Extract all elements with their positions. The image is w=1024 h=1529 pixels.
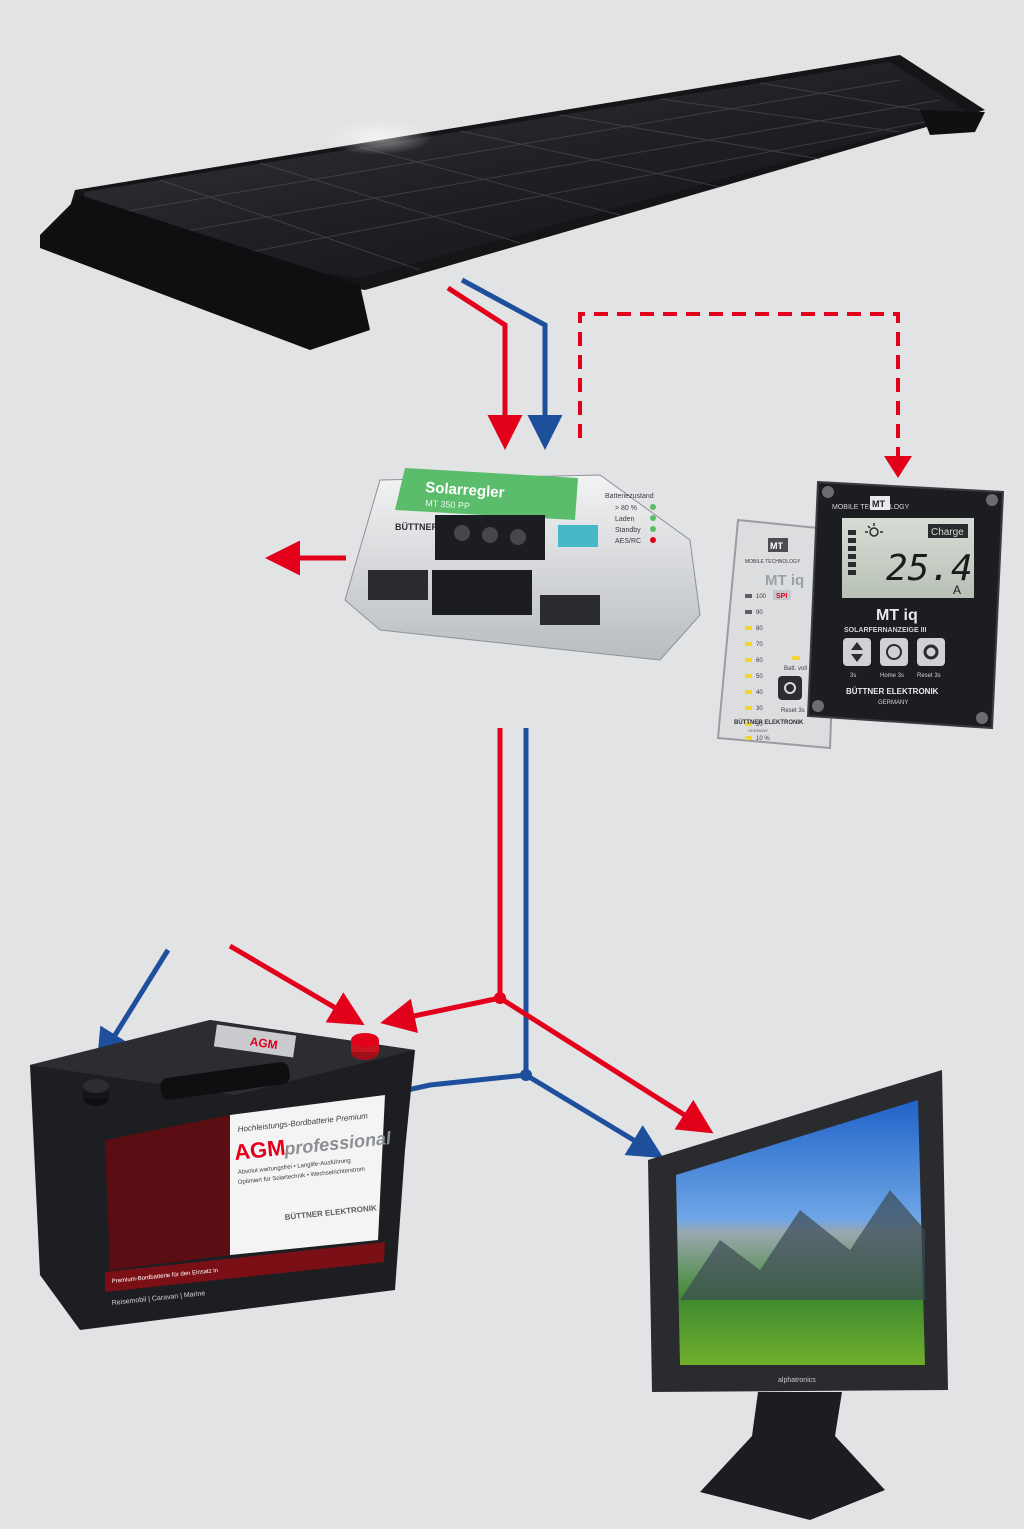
remote-small-logo-badge	[768, 538, 788, 552]
svg-text:30: 30	[756, 706, 763, 712]
remote-display-small: MT MOBILE TECHNOLOGY MT iq SPI 100 90 80…	[716, 518, 840, 750]
remote-large-country: GERMANY	[878, 700, 908, 706]
tv-screen-mountains	[680, 1190, 925, 1300]
svg-text:40: 40	[756, 690, 763, 696]
battery-top-label-plate	[213, 1024, 297, 1058]
remote-large-btn-label-2: Home 3s	[880, 673, 904, 679]
svg-text:70: 70	[756, 642, 763, 648]
controller-led-2	[650, 515, 656, 521]
wire-panel-positive	[446, 285, 523, 450]
svg-text:MT: MT	[872, 499, 885, 509]
remote-large-lcd-unit: A	[953, 583, 961, 597]
remote-large-btn-label-3: Reset 3s	[917, 673, 941, 679]
wire-battery-in-negative	[96, 948, 171, 1065]
remote-small-brand: BÜTTNER ELEKTRONIK	[734, 719, 804, 726]
charge-controller: Solarregler MT 350 PP BÜTTNER Batteriezu…	[344, 468, 701, 661]
remote-large-button-nav[interactable]	[843, 638, 871, 666]
controller-led-4	[650, 537, 656, 543]
reset-icon	[784, 682, 796, 694]
tv-stand	[700, 1392, 885, 1520]
svg-text:100: 100	[756, 594, 767, 600]
svg-text:50: 50	[756, 674, 763, 680]
remote-large-logo-badge	[870, 496, 890, 510]
controller-brand: BÜTTNER	[395, 522, 438, 532]
remote-large-lcd-tag: Charge	[931, 527, 964, 538]
remote-large-button-reset[interactable]	[917, 638, 945, 666]
wire-panel-negative	[460, 277, 563, 450]
battery-brand-big: AGM	[233, 1135, 287, 1165]
controller-status-panel: Batteriezustand > 80 % Laden Standby AES…	[605, 493, 654, 545]
svg-text:60: 60	[756, 658, 763, 664]
remote-large-btn-label-1: 3s	[850, 673, 856, 679]
remote-small-status-label: Batt. voll	[784, 666, 807, 672]
remote-small-scale: 100 90 80 70 60 50 40 30 20 10 %	[745, 594, 770, 742]
reset-icon	[923, 644, 939, 660]
controller-led-1	[650, 504, 656, 510]
svg-text:Laden: Laden	[615, 516, 635, 523]
sun-icon	[865, 523, 883, 537]
wire-data-to-remote	[578, 312, 912, 478]
remote-display-large: MOBILE TECHNOLOGY MT Charge 25.4 A MT iq…	[806, 480, 1005, 730]
battery-handle	[160, 1062, 290, 1100]
remote-small-country: GERMANY	[748, 728, 769, 733]
battery-bar-icon	[848, 530, 856, 575]
remote-small-product: MT iq	[765, 572, 804, 589]
remote-large-product: MT iq	[876, 607, 918, 624]
battery-top-label: AGM	[249, 1034, 279, 1052]
svg-text:80: 80	[756, 626, 763, 632]
arrowhead-red-down	[884, 456, 912, 478]
svg-text:> 80 %: > 80 %	[615, 505, 637, 512]
solar-panel	[40, 55, 985, 350]
wire-bus-to-tv-negative	[524, 1072, 664, 1159]
wire-battery-in-positive	[228, 943, 365, 1026]
remote-large-subtitle: SOLARFERNANZEIGE III	[844, 627, 927, 634]
svg-text:Batteriezustand: Batteriezustand	[605, 493, 654, 500]
tv-brand: alphatronics	[778, 1377, 816, 1384]
solar-cell-grid	[109, 79, 961, 271]
svg-text:AES/RC: AES/RC	[615, 538, 641, 545]
controller-model: MT 350 PP	[425, 498, 470, 511]
svg-text:90: 90	[756, 610, 763, 616]
svg-text:MT: MT	[770, 541, 783, 551]
remote-large-button-home[interactable]	[880, 638, 908, 666]
controller-fuse	[558, 525, 598, 547]
battery-terminal-negative	[83, 1079, 109, 1106]
wire-bus-to-tv-positive	[498, 995, 714, 1134]
television: alphatronics	[648, 1070, 948, 1520]
wire-bus-to-battery-positive	[380, 995, 501, 1034]
remote-large-brand: BÜTTNER ELEKTRONIK	[846, 687, 939, 696]
controller-led-3	[650, 526, 656, 532]
remote-small-model: SPI	[776, 593, 787, 600]
remote-small-button-label: Reset 3s	[781, 708, 805, 714]
svg-text:Standby: Standby	[615, 527, 641, 534]
clock-icon	[886, 644, 902, 660]
arrow-up-down-icon	[851, 642, 863, 662]
agm-battery: AGM Hochleistungs-Bordbatterie Premium A…	[30, 1020, 415, 1330]
remote-small-header: MOBILE TECHNOLOGY	[745, 559, 801, 565]
battery-terminal-positive	[351, 1033, 379, 1060]
remote-small-reset-button[interactable]	[778, 676, 802, 700]
remote-large-lcd-value: 25.4	[886, 548, 973, 589]
controller-title: Solarregler	[425, 479, 505, 501]
panel-glare	[323, 119, 433, 155]
svg-text:20: 20	[756, 722, 763, 728]
svg-text:10 %: 10 %	[756, 736, 770, 742]
